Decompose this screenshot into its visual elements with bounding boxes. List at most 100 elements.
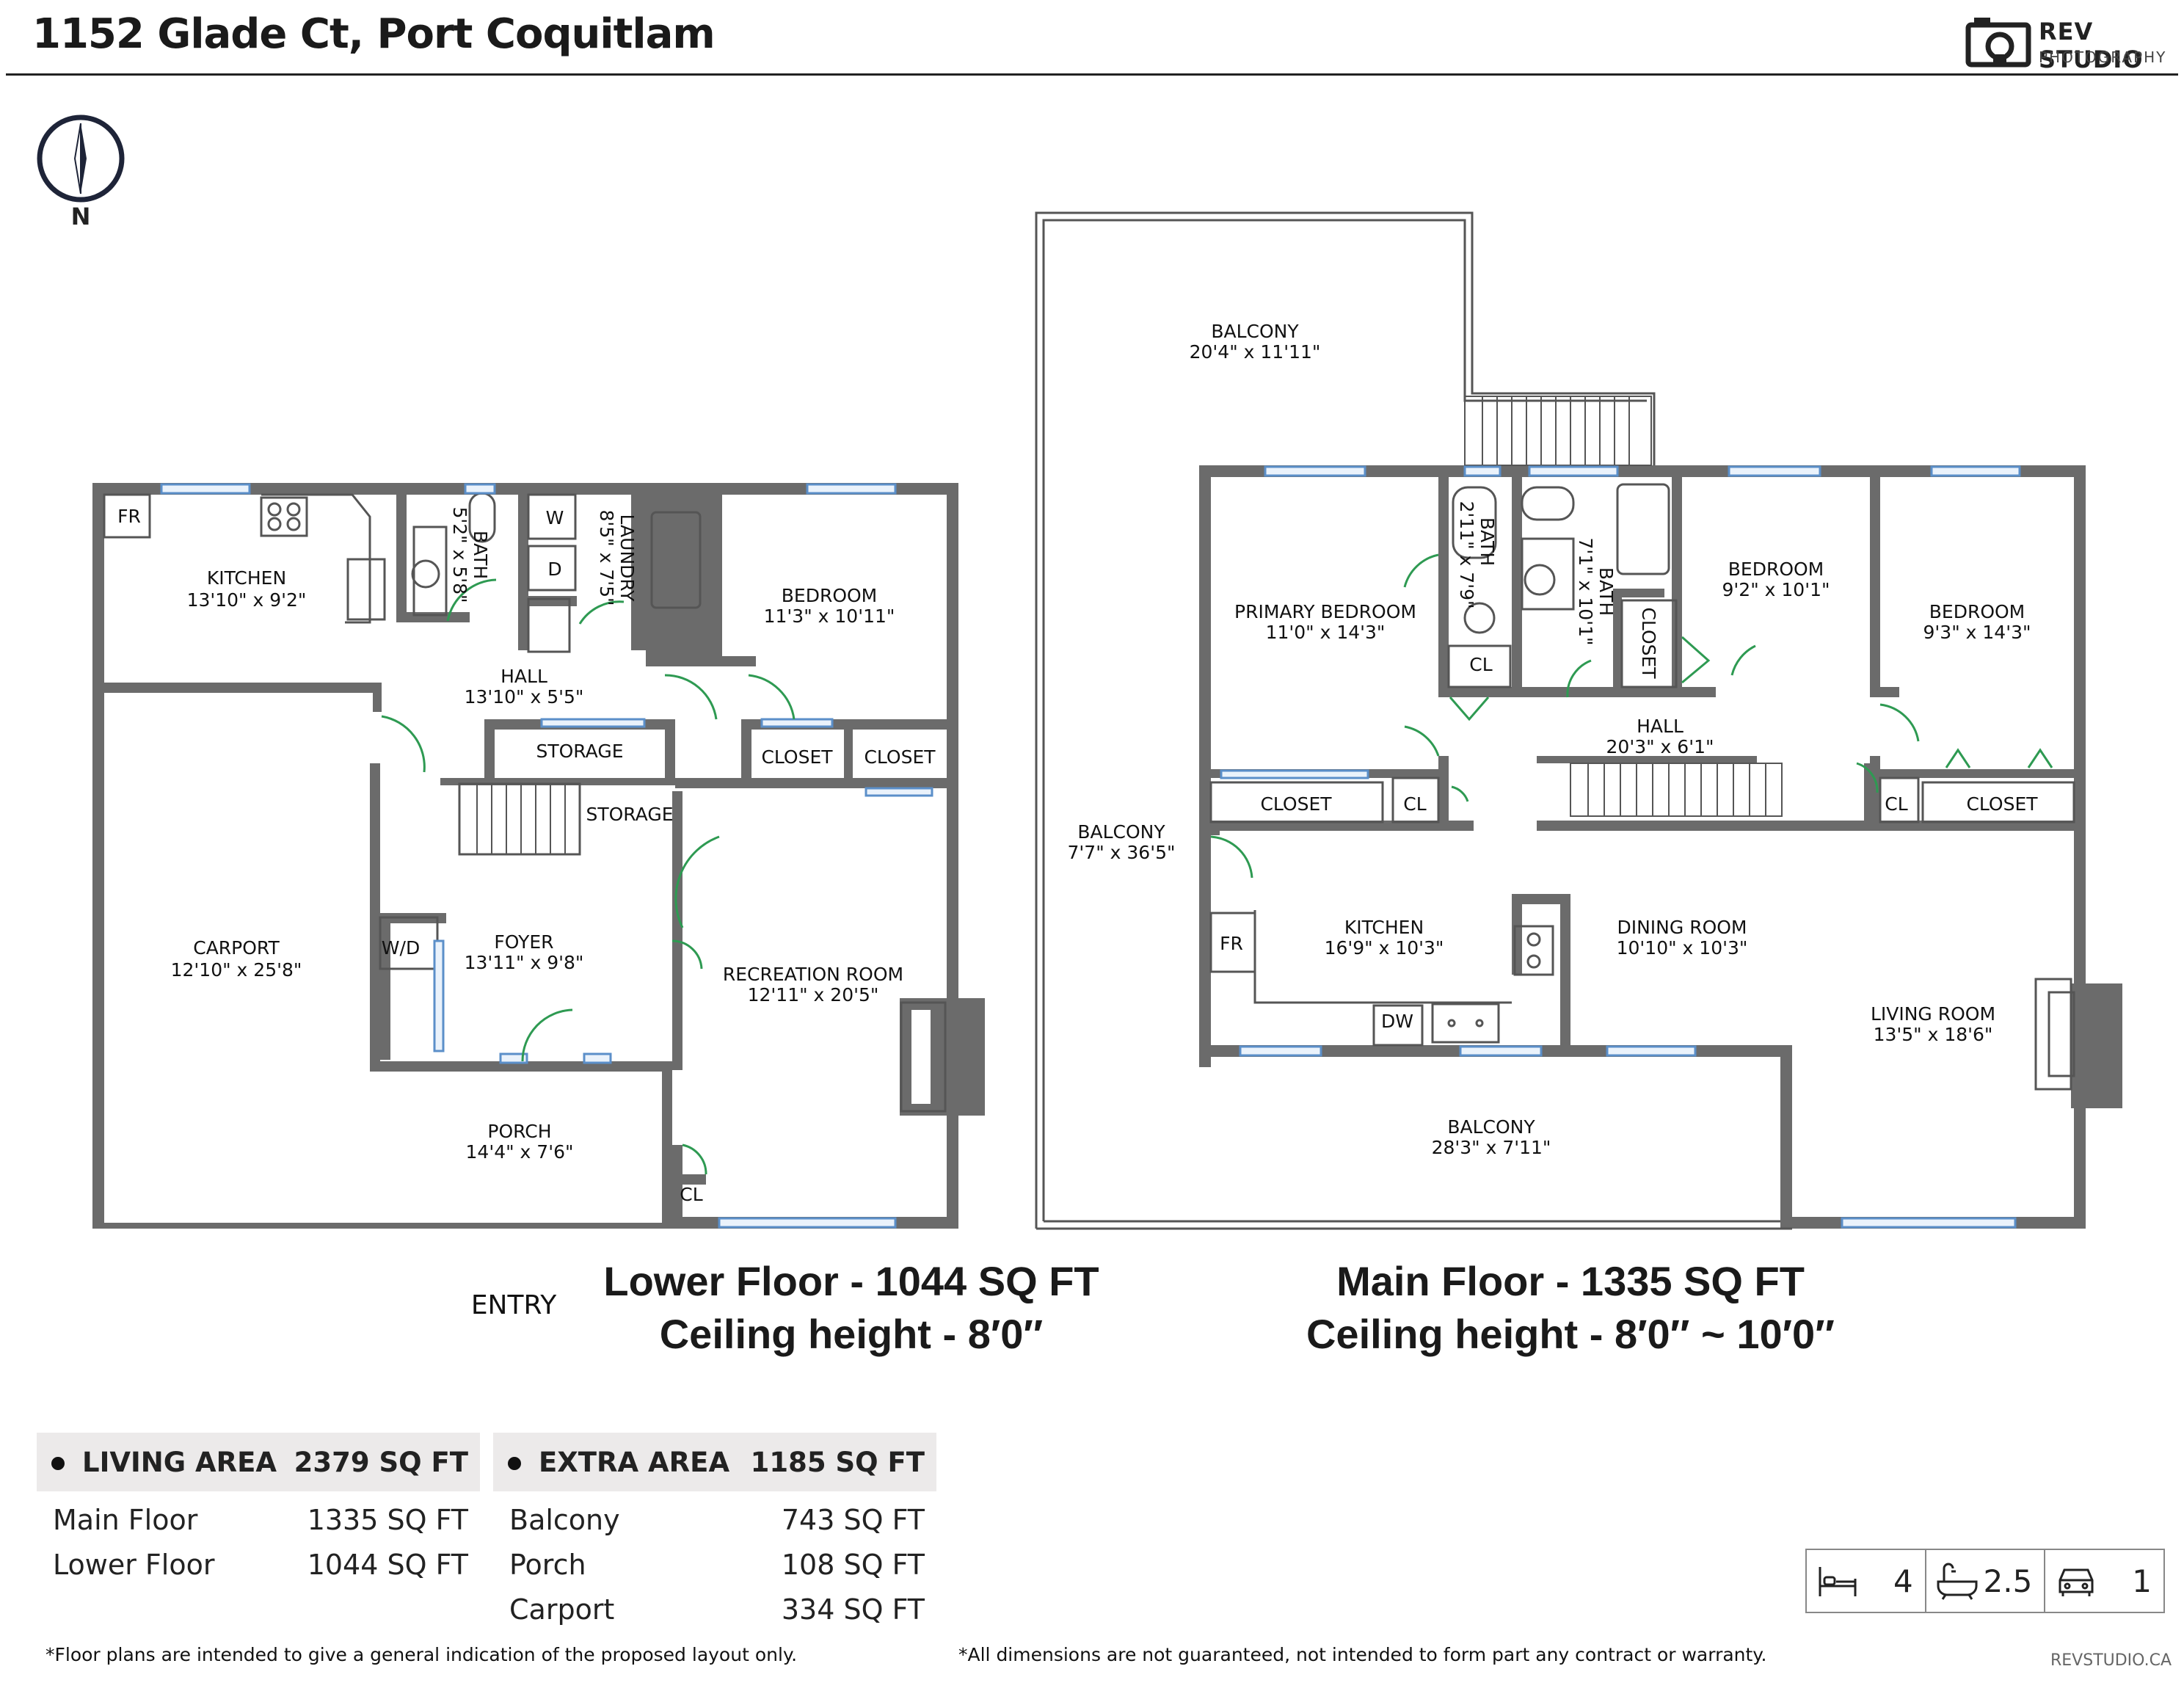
camera-icon: [1965, 18, 2031, 68]
table-row: Balcony 743 SQ FT: [493, 1497, 936, 1542]
room-name: PORCH: [487, 1121, 551, 1142]
parking-count: 1: [2132, 1563, 2152, 1599]
fridge-label: FR: [117, 506, 141, 527]
room-dimension: 9'2" x 10'1": [1722, 579, 1830, 600]
room-dimension: 13'10" x 5'5": [465, 686, 584, 708]
room-dimension: 2'11" x 7'9": [1456, 501, 1477, 609]
room-dimension: 12'11" x 20'5": [748, 984, 879, 1005]
lower-stairs: [476, 784, 566, 854]
closet-label: CL: [1469, 654, 1492, 675]
room-name: KITCHEN: [1344, 917, 1424, 938]
table-row: Carport 334 SQ FT: [493, 1587, 936, 1632]
main-doors: [1210, 553, 2053, 879]
main-balconies: [1035, 211, 1792, 1230]
room-dimension: 13'11" x 9'8": [465, 952, 584, 973]
extra-area-table: EXTRA AREA 1185 SQ FT Balcony 743 SQ FT …: [493, 1433, 936, 1632]
room-name: BALCONY: [1077, 821, 1165, 843]
room-name: BATH: [470, 531, 491, 579]
room-dimension: 11'3" x 10'11": [764, 606, 895, 627]
table-row: Lower Floor 1044 SQ FT: [37, 1542, 480, 1587]
room-name: STORAGE: [536, 741, 623, 762]
extra-area-total: 1185 SQ FT: [750, 1446, 925, 1478]
lower-floor-title: Lower Floor - 1044 SQ FT Ceiling height …: [572, 1255, 1130, 1361]
room-name: BEDROOM: [1929, 601, 2025, 622]
lower-windows: [160, 483, 933, 1229]
closet-label: CL: [680, 1184, 702, 1205]
row-value: 743 SQ FT: [781, 1503, 925, 1536]
compass-north-label: N: [70, 203, 91, 230]
bathtub-icon: [1937, 1563, 1978, 1600]
row-label: Carport: [509, 1593, 615, 1626]
entry-label: ENTRY: [470, 1290, 557, 1320]
lower-doors: [381, 578, 796, 1175]
room-dimension: 11'0" x 14'3": [1266, 622, 1386, 643]
room-name: CLOSET: [864, 746, 936, 768]
room-dimension: 13'10" x 9'2": [187, 589, 307, 611]
dishwasher-label: DW: [1381, 1011, 1413, 1032]
room-name: BEDROOM: [1728, 559, 1824, 580]
property-specs: 4 2.5 1: [1805, 1549, 2165, 1613]
bullet-icon: [51, 1457, 65, 1470]
bed-icon: [1819, 1567, 1857, 1596]
fridge-label: FR: [1220, 933, 1243, 954]
room-name: CLOSET: [761, 746, 833, 768]
row-label: Balcony: [509, 1503, 620, 1536]
closet-label: CL: [1885, 793, 1907, 815]
bedrooms-cell: 4: [1807, 1550, 1926, 1612]
lower-floor-area: Lower Floor - 1044 SQ FT: [603, 1258, 1099, 1304]
row-value: 334 SQ FT: [781, 1593, 925, 1626]
room-name: FOYER: [494, 931, 553, 953]
lower-floor-ceiling: Ceiling height - 8′0″: [659, 1311, 1044, 1357]
closet-label: CL: [1403, 793, 1426, 815]
main-stairs: [1464, 396, 1783, 817]
main-fixtures: [1209, 483, 2075, 1091]
header-divider: [6, 73, 2178, 76]
main-windows: [1220, 465, 2021, 1229]
room-dimension: 7'1" x 10'1": [1575, 538, 1596, 646]
bathrooms-cell: 2.5: [1926, 1550, 2046, 1612]
extra-area-header: EXTRA AREA 1185 SQ FT: [493, 1433, 936, 1491]
living-area-table: LIVING AREA 2379 SQ FT Main Floor 1335 S…: [37, 1433, 480, 1587]
room-name: BEDROOM: [782, 585, 878, 606]
row-value: 108 SQ FT: [781, 1548, 925, 1581]
footer-disclaimer-layout: *Floor plans are intended to give a gene…: [46, 1644, 798, 1665]
extra-area-label: EXTRA AREA: [539, 1446, 730, 1478]
room-dimension: 9'3" x 14'3": [1923, 622, 2031, 643]
row-value: 1335 SQ FT: [307, 1503, 468, 1536]
room-dimension: 5'2" x 5'8": [449, 506, 470, 603]
room-name: BALCONY: [1211, 321, 1299, 342]
living-area-label: LIVING AREA: [82, 1446, 277, 1478]
room-name: CLOSET: [1966, 793, 2038, 815]
bathrooms-count: 2.5: [1983, 1563, 2033, 1599]
main-floor-area: Main Floor - 1335 SQ FT: [1336, 1258, 1805, 1304]
living-area-header: LIVING AREA 2379 SQ FT: [37, 1433, 480, 1491]
bedrooms-count: 4: [1893, 1563, 1913, 1599]
room-name: BATH: [1477, 517, 1498, 566]
bullet-icon: [508, 1457, 521, 1470]
room-dimension: 20'3" x 6'1": [1606, 736, 1714, 757]
room-dimension: 16'9" x 10'3": [1325, 937, 1444, 959]
main-room-labels: BALCONY 20'4" x 11'11" BALCONY 7'7" x 36…: [1068, 321, 2039, 1158]
logo-wordmark: REV STUDIO: [2039, 18, 2144, 73]
footer-website: REVSTUDIO.CA: [2050, 1651, 2172, 1670]
footer-disclaimer-dimensions: *All dimensions are not guaranteed, not …: [958, 1644, 1767, 1665]
room-name: BATH: [1595, 567, 1617, 616]
car-icon: [2059, 1568, 2094, 1596]
row-label: Porch: [509, 1548, 586, 1581]
room-name: BALCONY: [1447, 1116, 1535, 1138]
room-name: HALL: [1637, 716, 1684, 737]
table-row: Main Floor 1335 SQ FT: [37, 1497, 480, 1542]
room-dimension: 14'4" x 7'6": [466, 1141, 574, 1163]
room-dimension: 8'5" x 7'5": [596, 509, 617, 606]
room-dimension: 10'10" x 10'3": [1617, 937, 1748, 959]
room-name: STORAGE: [586, 804, 673, 825]
room-name: PRIMARY BEDROOM: [1234, 601, 1416, 622]
page-title: 1152 Glade Ct, Port Coquitlam: [32, 10, 716, 58]
parking-cell: 1: [2045, 1550, 2163, 1612]
room-name: RECREATION ROOM: [723, 964, 903, 985]
room-name: HALL: [500, 666, 547, 687]
row-value: 1044 SQ FT: [307, 1548, 468, 1581]
floor-plan-drawing: FR KITCHEN 13'10" x 9'2" W D BEDROOM 11'…: [92, 211, 2122, 1230]
washer-label: W: [546, 507, 564, 528]
washer-dryer-label: W/D: [382, 937, 420, 959]
